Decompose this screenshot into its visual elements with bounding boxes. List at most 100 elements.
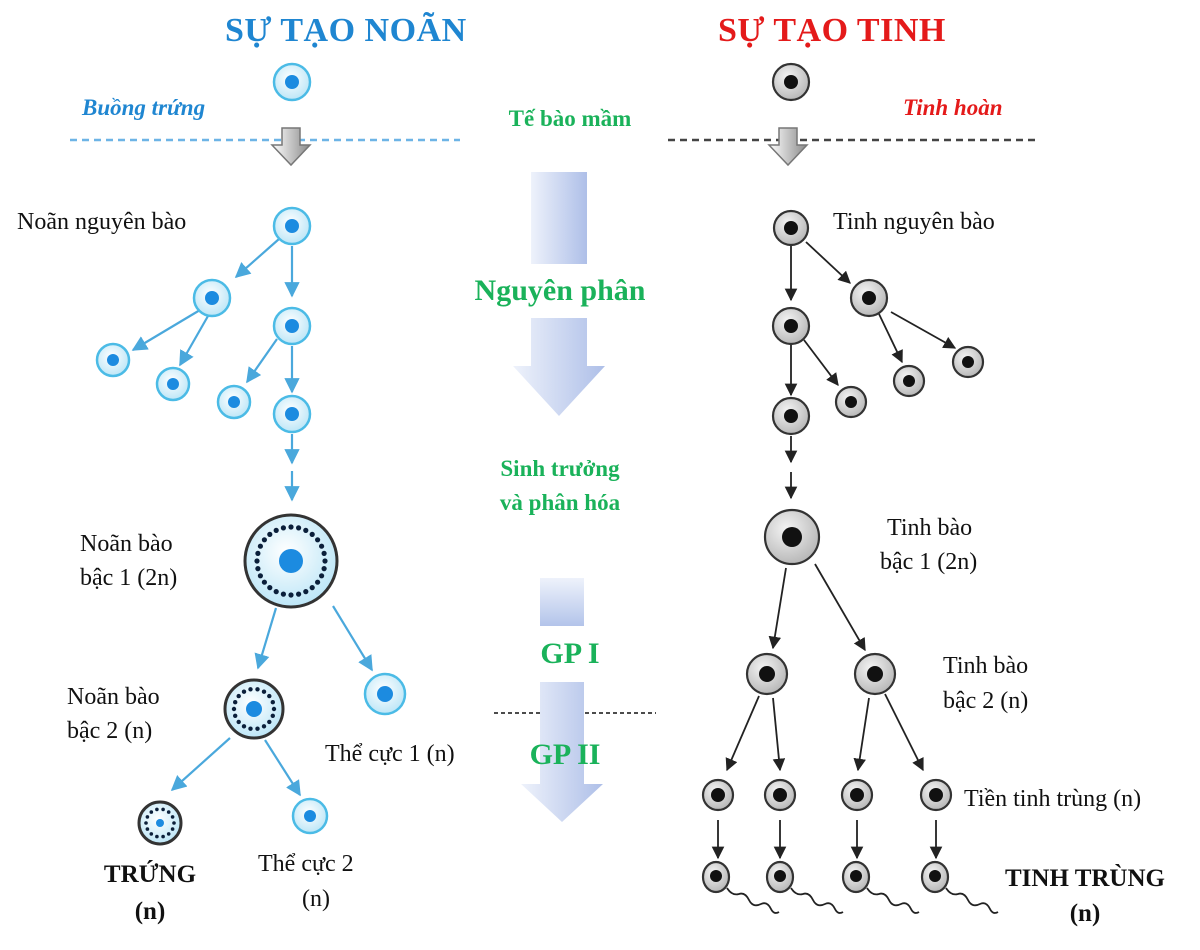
granule-dot	[309, 531, 315, 538]
granule-dot	[267, 531, 273, 538]
egg-nucleus	[377, 686, 393, 702]
granule-dot	[303, 589, 309, 595]
granule-dot	[321, 550, 327, 557]
sperm-arrow	[725, 695, 760, 772]
granule-dot	[236, 693, 241, 699]
sperm-arrow	[853, 697, 870, 772]
granule-dot	[255, 566, 261, 572]
egg-arrow	[131, 309, 201, 351]
granule-dot	[166, 832, 171, 836]
granule-dot	[255, 550, 261, 557]
granule-dot	[170, 815, 175, 819]
granule-dot	[145, 827, 150, 831]
egg-label-line2: (n)	[134, 898, 166, 925]
sperm-arrow	[768, 567, 787, 650]
sperm-nucleus	[929, 788, 943, 802]
granule-dot	[280, 591, 286, 597]
sperm-cell	[701, 860, 780, 914]
sperm-label-line1: TINH TRÙNG	[1005, 865, 1165, 892]
sperm-nucleus	[850, 788, 864, 802]
granule-dot	[271, 706, 277, 712]
granule-dot	[241, 689, 247, 694]
sperm-nucleus	[784, 319, 798, 333]
granule-dot	[261, 537, 267, 543]
granule-dot	[255, 687, 260, 692]
sperm-nucleus	[867, 666, 883, 682]
granule-dot	[257, 573, 263, 579]
egg-arrow	[179, 315, 209, 367]
granule-dot	[261, 579, 267, 585]
egg-label-line1: TRỨNG	[103, 861, 197, 888]
egg-arrow	[332, 605, 373, 672]
sperm-cell	[920, 860, 999, 914]
secondary-oocyte-label-line2: bậc 2 (n)	[67, 718, 153, 744]
polar-body-2-label-line1: Thể cực 2	[258, 851, 354, 877]
granule-dot	[170, 827, 175, 831]
granule-dot	[248, 687, 253, 692]
sperm-arrow	[805, 241, 851, 284]
sperm-arrow	[814, 563, 866, 652]
granule-dot	[296, 591, 302, 597]
granule-dot	[270, 713, 275, 718]
cortical-granules	[144, 807, 176, 839]
granule-dot	[149, 810, 154, 814]
egg-nucleus	[107, 354, 119, 366]
granule-dot	[161, 807, 165, 812]
germ-cell-label: Tế bào mầm	[508, 106, 632, 131]
mitosis-band	[531, 172, 587, 264]
sperm-nucleus	[903, 375, 915, 387]
granule-dot	[270, 700, 275, 705]
granule-dot	[273, 527, 279, 534]
primary-oocyte-label-line2: bậc 1 (2n)	[80, 565, 178, 591]
mitosis-label: Nguyên phân	[474, 274, 646, 307]
sperm-nucleus	[773, 788, 787, 802]
germ-cell-arrow-icon	[767, 127, 809, 167]
egg-arrow	[264, 739, 301, 797]
primary-oocyte-nucleus	[279, 549, 303, 573]
granule-dot	[322, 558, 328, 564]
egg-nucleus	[228, 396, 240, 408]
granule-dot	[254, 558, 260, 564]
sperm-nucleus	[784, 75, 798, 89]
granule-dot	[155, 807, 159, 812]
polar-body-1-label: Thể cực 1 (n)	[325, 741, 455, 767]
secondary-spermatocyte-label-line1: Tinh bào	[943, 653, 1029, 679]
sperm-nucleus	[782, 527, 802, 547]
granule-dot	[231, 706, 237, 712]
growth-band-arrow	[513, 318, 605, 416]
granule-dot	[172, 821, 176, 825]
granule-dot	[248, 726, 253, 731]
granule-dot	[315, 579, 321, 585]
sperm-arrow	[772, 697, 786, 772]
meiosis-2-band-arrow	[521, 682, 603, 822]
granule-dot	[149, 832, 154, 836]
granule-dot	[321, 566, 327, 572]
egg-nucleus	[304, 810, 316, 822]
granule-dot	[145, 815, 150, 819]
granule-dot	[155, 834, 159, 839]
egg-nucleus	[285, 407, 299, 421]
granule-dot	[261, 724, 267, 729]
polar-body-2-label-line2: (n)	[302, 886, 330, 912]
oogonium-label: Noãn nguyên bào	[17, 209, 187, 235]
sperm-cell	[765, 860, 844, 914]
spermatogenesis-title: SỰ TẠO TINH	[718, 12, 946, 49]
granule-dot	[257, 543, 263, 549]
granule-dot	[267, 693, 272, 699]
egg-arrow	[234, 238, 280, 279]
granule-dot	[233, 700, 238, 705]
granule-dot	[267, 719, 272, 725]
egg-nucleus	[285, 219, 299, 233]
sperm-nucleus	[759, 666, 775, 682]
sperm-arrow	[884, 693, 924, 772]
granule-dot	[241, 724, 247, 729]
meiosis-2-label: GP II	[529, 738, 601, 771]
meiosis-1-label: GP I	[540, 637, 600, 670]
granule-dot	[255, 726, 260, 731]
granule-dot	[280, 525, 286, 531]
sperm-label-line2: (n)	[1069, 900, 1101, 927]
sperm-nucleus	[711, 788, 725, 802]
secondary-spermatocyte-label-line2: bậc 2 (n)	[943, 688, 1029, 714]
growth-label-line1: Sinh trưởng	[500, 456, 620, 481]
growth-label-line2: và phân hóa	[499, 490, 621, 515]
